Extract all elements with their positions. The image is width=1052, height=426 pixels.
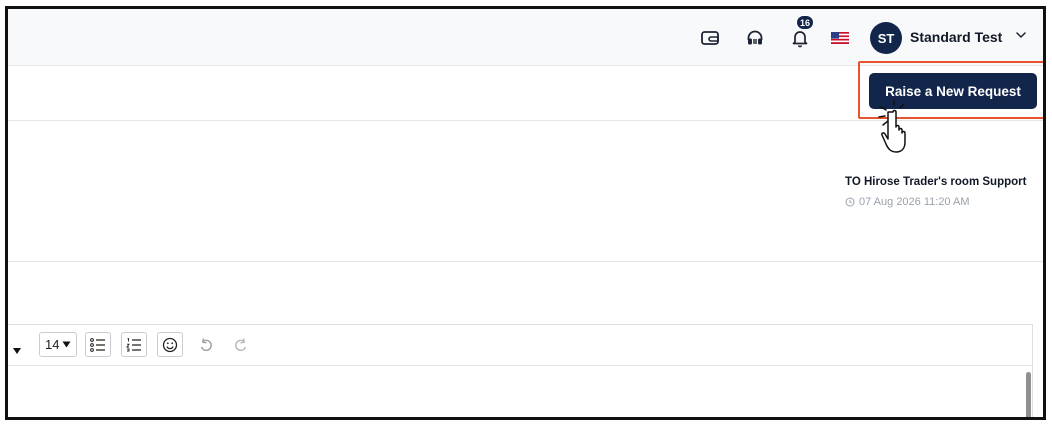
us-flag-icon[interactable] xyxy=(831,31,849,44)
chevron-down-icon[interactable] xyxy=(1014,28,1028,42)
bullet-list-icon xyxy=(90,337,105,352)
clock-icon xyxy=(845,197,855,207)
user-name[interactable]: Standard Test xyxy=(910,29,1003,45)
redo-icon xyxy=(235,337,247,351)
raise-new-request-button[interactable]: Raise a New Request xyxy=(869,73,1037,109)
caret-down-icon xyxy=(62,341,71,348)
font-size-select[interactable]: 14 xyxy=(39,332,77,357)
caret-down-icon[interactable] xyxy=(12,342,22,354)
headset-icon[interactable] xyxy=(743,26,767,50)
user-avatar[interactable]: ST xyxy=(870,22,902,54)
app-frame: 16 ST Standard Test Raise a New Request … xyxy=(5,6,1046,420)
reply-editor[interactable]: 14 xyxy=(8,324,1033,417)
ticket-recipient: TO Hirose Trader's room Support xyxy=(845,176,1027,188)
notification-badge: 16 xyxy=(796,15,815,30)
redo-button[interactable] xyxy=(228,332,254,357)
hand-cursor-icon xyxy=(876,99,920,155)
wallet-icon[interactable] xyxy=(698,26,722,50)
bullet-list-button[interactable] xyxy=(85,332,111,357)
top-header: 16 ST Standard Test xyxy=(8,9,1043,66)
numbered-list-icon xyxy=(126,337,141,351)
numbered-list-button[interactable] xyxy=(121,332,147,357)
bell-icon[interactable] xyxy=(788,26,812,50)
ticket-timestamp: 07 Aug 2026 11:20 AM xyxy=(859,196,970,208)
emoji-button[interactable] xyxy=(157,332,183,357)
undo-button[interactable] xyxy=(193,332,219,357)
editor-toolbar: 14 xyxy=(8,325,1032,366)
section-divider xyxy=(8,120,1043,121)
ticket-timestamp-row: 07 Aug 2026 11:20 AM xyxy=(845,196,970,208)
font-size-value: 14 xyxy=(45,337,60,352)
highlight-box xyxy=(858,61,1043,119)
emoji-icon xyxy=(162,337,178,352)
editor-scrollbar[interactable] xyxy=(1026,372,1031,417)
section-divider xyxy=(8,261,1043,262)
undo-icon xyxy=(200,337,212,351)
